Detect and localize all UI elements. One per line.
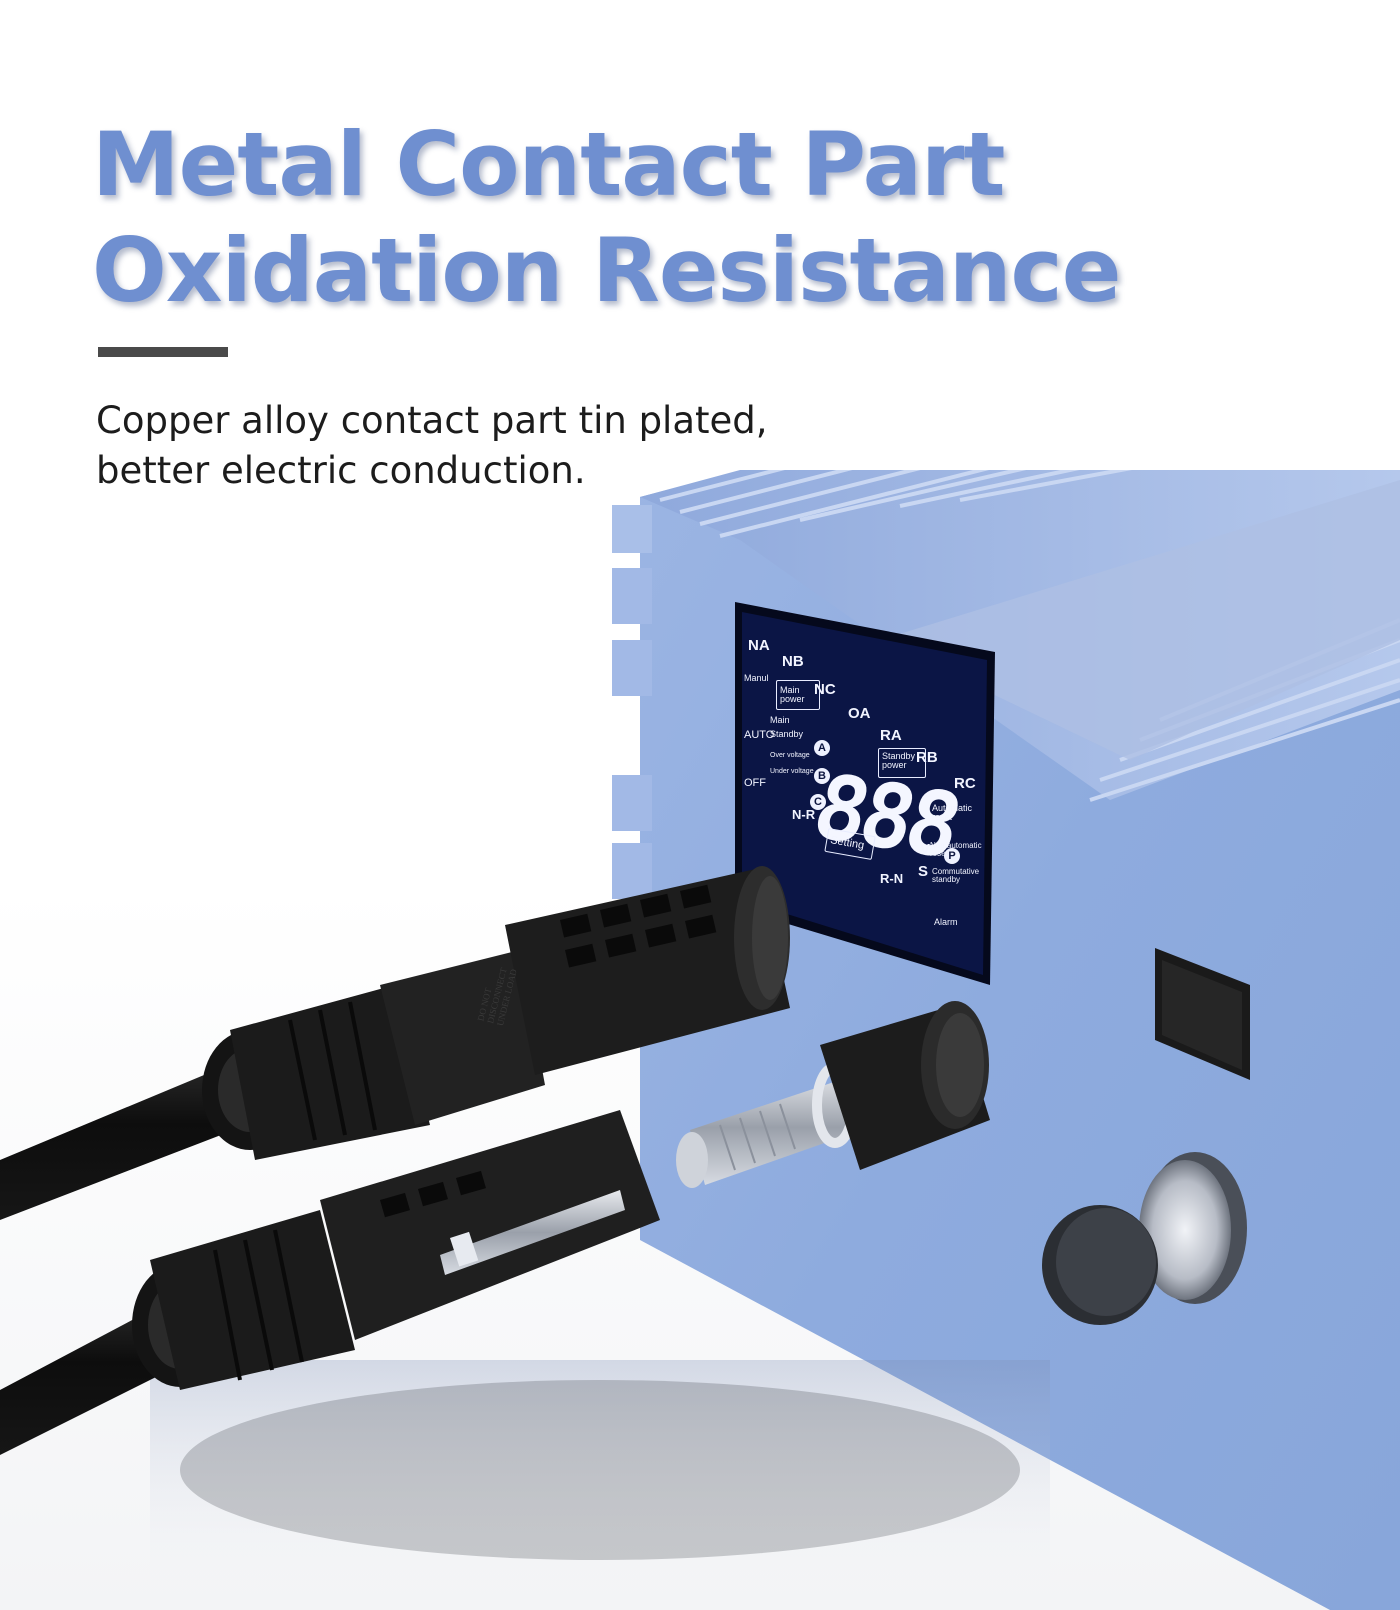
lcd-rb: RB bbox=[916, 749, 938, 766]
panel-port bbox=[820, 1001, 990, 1170]
lcd-standby-power-box bbox=[878, 748, 926, 778]
lcd-commutative-standby: Commutative standby bbox=[932, 867, 980, 884]
lcd-circle-c: C bbox=[810, 794, 826, 810]
upper-connector bbox=[0, 866, 790, 1220]
lcd-rc: RC bbox=[954, 775, 976, 792]
lcd-na: NA bbox=[748, 637, 770, 654]
lcd-circle-a: A bbox=[814, 740, 830, 756]
lower-connector bbox=[0, 1110, 660, 1455]
title-divider bbox=[98, 347, 228, 357]
switch-and-connectors-drawing bbox=[0, 470, 1400, 1610]
lcd-over-voltage: Over voltage bbox=[770, 752, 810, 759]
lcd-off: OFF bbox=[744, 777, 766, 789]
rocker-switch bbox=[1155, 948, 1250, 1080]
lcd-circle-p: P bbox=[944, 848, 960, 864]
headline-line-2: Oxidation Resistance bbox=[92, 219, 1121, 322]
lcd-main-power: Main power bbox=[780, 685, 805, 704]
lcd-non-automatic-reset: Non automatic reset bbox=[930, 841, 982, 858]
lcd-auto: AUTO bbox=[744, 729, 775, 741]
lcd-display: NA NB NC OA RA RB RC Manul Main power Ma… bbox=[744, 618, 1016, 998]
lcd-nr: N-R bbox=[792, 807, 816, 822]
lcd-unit-s: S bbox=[918, 863, 929, 880]
lcd-circle-b: B bbox=[814, 768, 830, 784]
lcd-alarm: Alarm bbox=[934, 917, 958, 927]
lcd-manul: Manul bbox=[744, 673, 769, 683]
product-illustration bbox=[0, 470, 1400, 1610]
lcd-main: Main bbox=[770, 715, 790, 725]
lcd-automatic-reset: Automatic reset bbox=[932, 803, 973, 822]
subtitle-line-2: better electric conduction. bbox=[96, 449, 586, 492]
lcd-under-voltage: Under voltage bbox=[770, 768, 814, 775]
adjust-knob bbox=[1042, 1152, 1247, 1325]
subtitle: Copper alloy contact part tin plated, be… bbox=[96, 396, 916, 496]
lcd-unit-v: V bbox=[920, 841, 931, 858]
lcd-screen bbox=[742, 612, 987, 975]
lcd-standby-power: Standby power bbox=[882, 751, 916, 770]
lcd-ra: RA bbox=[880, 727, 902, 744]
lcd-nb: NB bbox=[782, 653, 804, 670]
subtitle-line-1: Copper alloy contact part tin plated, bbox=[96, 399, 768, 442]
housing-side-fins bbox=[612, 505, 652, 899]
headline: Metal Contact Part Oxidation Resistance bbox=[92, 112, 1292, 324]
lcd-main-power-box bbox=[776, 680, 820, 710]
headline-line-1: Metal Contact Part bbox=[92, 113, 1006, 216]
lcd-rn: R-N bbox=[880, 871, 904, 886]
lcd-standby: Standby bbox=[770, 729, 804, 739]
lcd-oa: OA bbox=[848, 705, 871, 722]
